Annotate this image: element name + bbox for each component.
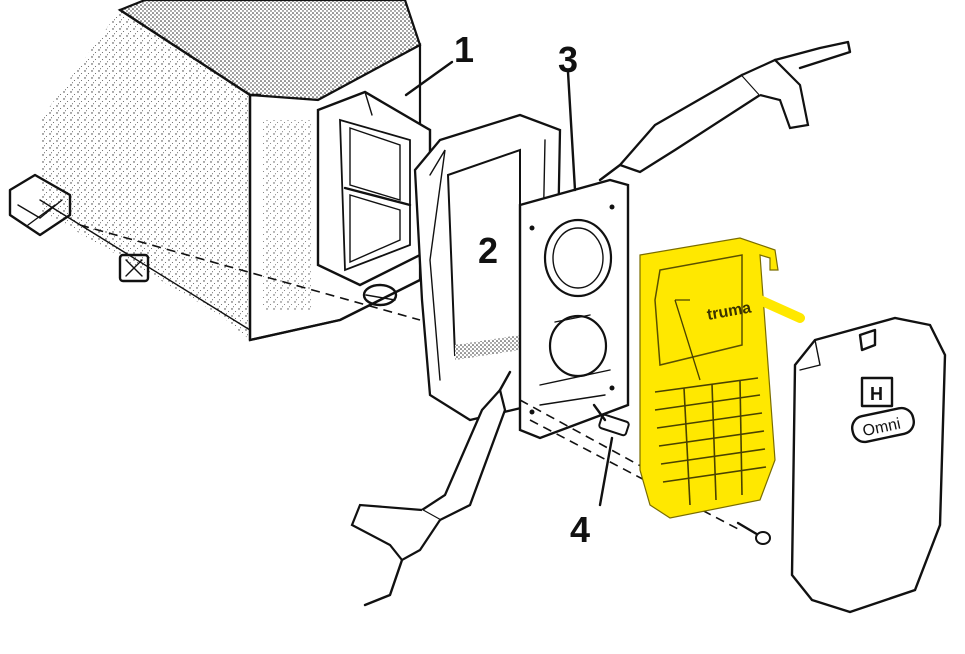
leader-lines (404, 60, 614, 507)
callout-2: 2 (478, 230, 498, 271)
sealant-gun-upper (598, 40, 852, 182)
part-4-screw (592, 403, 630, 437)
callout-3: 3 (558, 39, 578, 80)
cowl-fixing-screw (736, 521, 771, 545)
sealant-gun-lower (350, 370, 512, 607)
highlighted-cowl: truma (639, 237, 805, 519)
part-1-frame (316, 90, 432, 307)
cover-logo-mark: H (870, 384, 883, 404)
alignment-lines (79, 224, 741, 531)
outer-cover: H Omni (790, 316, 947, 614)
callout-4: 4 (570, 509, 590, 550)
floor-bracket (8, 173, 72, 237)
callout-1: 1 (454, 29, 474, 70)
wall-bolt (118, 253, 150, 283)
part-3-adapter-plate (518, 178, 630, 440)
